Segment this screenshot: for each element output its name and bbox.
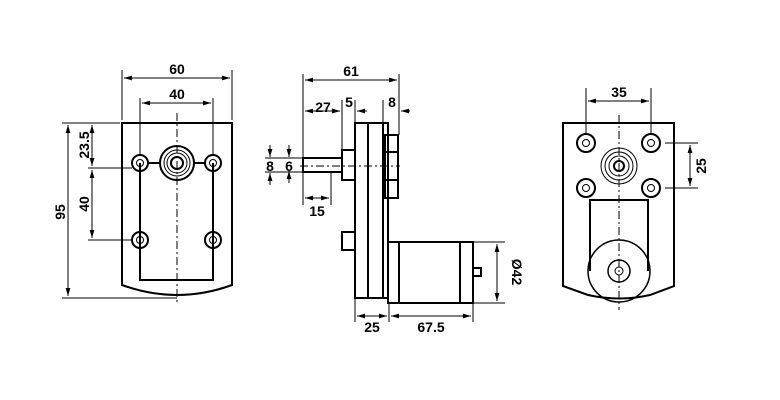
dim-hub-thickness: 5 [345, 94, 353, 110]
dim-top-to-holes: 23.5 [76, 131, 92, 158]
dim-overall-length: 61 [343, 63, 359, 79]
mounting-hole-icon [641, 178, 661, 198]
dim-flat-size: 6 [285, 158, 293, 174]
motor-end-cap [387, 241, 400, 304]
side-view: 61 27 5 8 15 8 6 Ø42 25 67.5 [265, 63, 525, 335]
dim-motor-diameter: Ø42 [509, 259, 525, 286]
dim-flat-length: 15 [309, 203, 325, 219]
dim-shaft-diameter: 8 [266, 158, 274, 174]
mounting-hole-icon [641, 133, 661, 153]
front-view: 60 40 95 23.5 40 [52, 61, 233, 305]
dim-height: 95 [52, 204, 68, 220]
dim-hole-spacing-x: 40 [169, 86, 185, 102]
output-shaft [302, 157, 343, 173]
dim-gearbox-depth: 25 [364, 319, 380, 335]
motor-body [398, 241, 461, 304]
dim-rear-hole-spacing-x: 35 [611, 84, 627, 100]
dim-width: 60 [169, 61, 185, 77]
dim-motor-length: 67.5 [417, 319, 444, 335]
front-housing-outline [121, 122, 233, 296]
dim-rear-protrusion: 8 [388, 94, 396, 110]
dim-hole-spacing-y: 40 [76, 196, 92, 212]
rear-view: 35 25 [562, 84, 709, 310]
dim-rear-hole-spacing-y: 25 [693, 158, 709, 174]
gearbox-plates [354, 122, 389, 299]
rear-housing-outline [562, 122, 675, 300]
mounting-hole-icon [576, 178, 596, 198]
shaft-hub [341, 149, 356, 181]
mounting-hole-icon [204, 231, 222, 249]
dim-shaft-extension: 27 [315, 99, 331, 115]
mounting-hole-icon [576, 133, 596, 153]
